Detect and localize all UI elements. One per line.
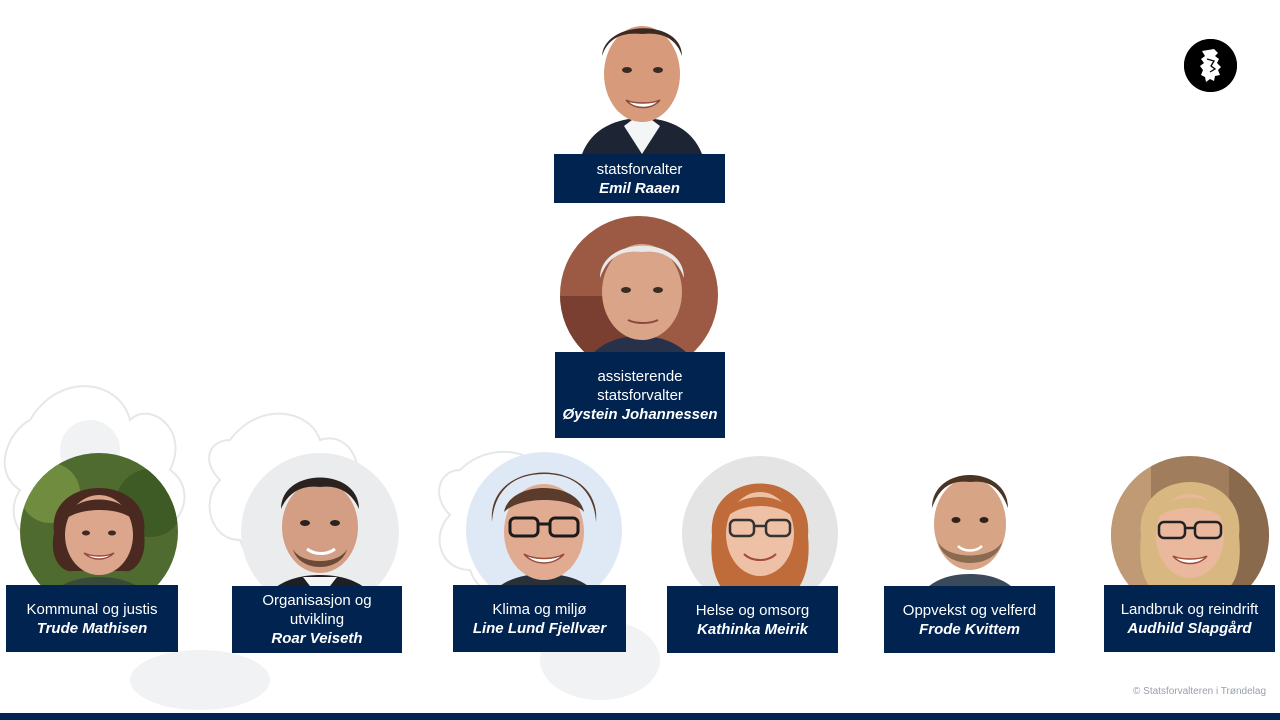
person-name: Frode Kvittem <box>919 620 1020 638</box>
avatar-emil-raaen <box>572 8 712 154</box>
label-klima-og-miljo: Klima og miljø Line Lund Fjellvær <box>453 585 626 652</box>
label-landbruk-og-reindrift: Landbruk og reindrift Audhild Slapgård <box>1104 585 1275 652</box>
label-helse-og-omsorg: Helse og omsorg Kathinka Meirik <box>667 586 838 653</box>
role-text: Organisasjon og utvikling <box>262 592 372 628</box>
label-kommunal-og-justis: Kommunal og justis Trude Mathisen <box>6 585 178 652</box>
label-oppvekst-og-velferd: Oppvekst og velferd Frode Kvittem <box>884 586 1055 653</box>
label-assisterende-statsforvalter: assisterende statsforvalter Øystein Joha… <box>555 352 725 438</box>
label-statsforvalter: statsforvalter Emil Raaen <box>554 154 725 203</box>
person-name: Kathinka Meirik <box>697 620 808 638</box>
avatar-line-lund-fjellvaer <box>466 452 622 608</box>
label-organisasjon-og-utvikling: Organisasjon og utvikling Roar Veiseth <box>232 586 402 653</box>
coat-of-arms-lion-icon <box>1184 39 1237 92</box>
avatar-oystein-johannessen <box>560 216 718 374</box>
role-text: Kommunal og justis <box>26 600 158 618</box>
role-text: statsforvalter <box>596 160 683 178</box>
person-name: Roar Veiseth <box>271 630 363 647</box>
avatar-frode-kvittem <box>892 452 1048 608</box>
role-text: Landbruk og reindrift <box>1120 600 1259 618</box>
person-name: Line Lund Fjellvær <box>472 619 607 637</box>
bottom-bar <box>0 713 1280 720</box>
role-text: Klima og miljø <box>492 600 587 618</box>
role-text: assisterende statsforvalter <box>597 367 683 404</box>
person-name: Audhild Slapgård <box>1127 619 1252 637</box>
role-text: Oppvekst og velferd <box>902 601 1037 619</box>
person-name: Trude Mathisen <box>36 619 148 637</box>
person-name: Emil Raaen <box>599 179 680 197</box>
role-text: Helse og omsorg <box>695 601 810 619</box>
person-name: Øystein Johannessen <box>562 405 718 423</box>
copyright-text: © Statsforvalteren i Trøndelag <box>1133 686 1266 697</box>
